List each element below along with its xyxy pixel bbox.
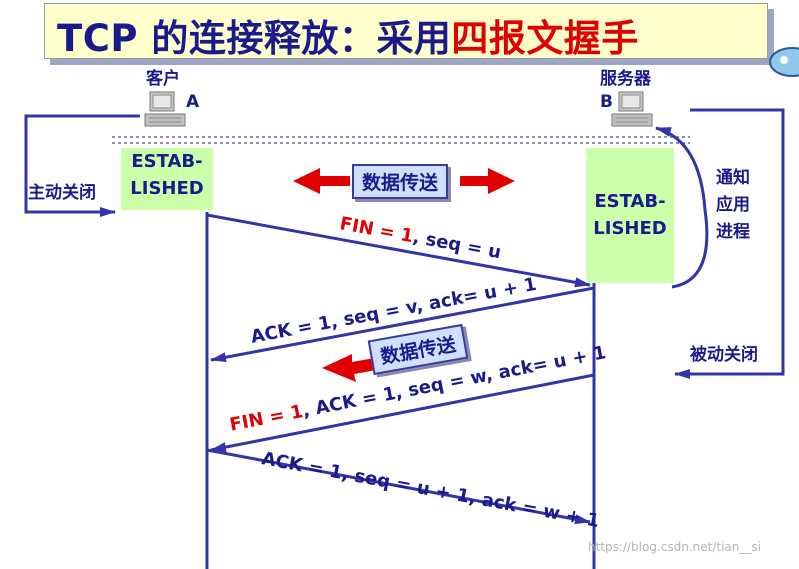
server-computer-icon xyxy=(611,91,653,127)
bidirectional-arrow xyxy=(293,168,515,194)
notify-app-path xyxy=(655,126,709,289)
active-close-label: 主动关闭 xyxy=(28,183,96,203)
client-established-box: ESTAB- LISHED xyxy=(121,148,213,210)
server-state-line: ESTAB- xyxy=(594,191,666,212)
passive-close-path xyxy=(674,108,785,379)
ack-arrow xyxy=(210,286,595,363)
client-state-line: LISHED xyxy=(130,178,204,199)
notify-app-line: 进程 xyxy=(716,222,750,242)
server-letter: B xyxy=(600,92,613,112)
watermark: https://blog.csdn.net/tian__si xyxy=(588,540,761,554)
title-emphasis: 四报文握手 xyxy=(451,17,639,60)
client-letter: A xyxy=(186,92,200,112)
title-banner: TCP 的连接释放：采用四报文握手 xyxy=(44,3,768,62)
client-state-line: ESTAB- xyxy=(131,151,203,172)
data-transfer-box: 数据传送 xyxy=(352,164,449,199)
server-state-line: LISHED xyxy=(593,218,667,239)
final-ack-arrow xyxy=(206,448,591,525)
client-computer-icon xyxy=(144,91,186,127)
notify-app-line: 通知 xyxy=(716,168,750,188)
server-established-box: ESTAB- LISHED xyxy=(586,148,674,283)
fin-ack-arrow xyxy=(210,373,595,453)
title-prefix: TCP 的连接释放：采用 xyxy=(57,17,452,60)
notify-app-label: 通知 应用 进程 xyxy=(716,165,750,246)
active-close-path xyxy=(24,114,140,217)
client-label: 客户 xyxy=(146,69,180,89)
one-way-arrow xyxy=(322,354,382,382)
server-label: 服务器 xyxy=(600,69,651,89)
passive-close-label: 被动关闭 xyxy=(690,345,758,365)
notify-app-line: 应用 xyxy=(716,195,750,215)
page-title: TCP 的连接释放：采用四报文握手 xyxy=(57,8,639,62)
fin-arrow xyxy=(206,213,591,288)
network-icon xyxy=(769,47,799,77)
